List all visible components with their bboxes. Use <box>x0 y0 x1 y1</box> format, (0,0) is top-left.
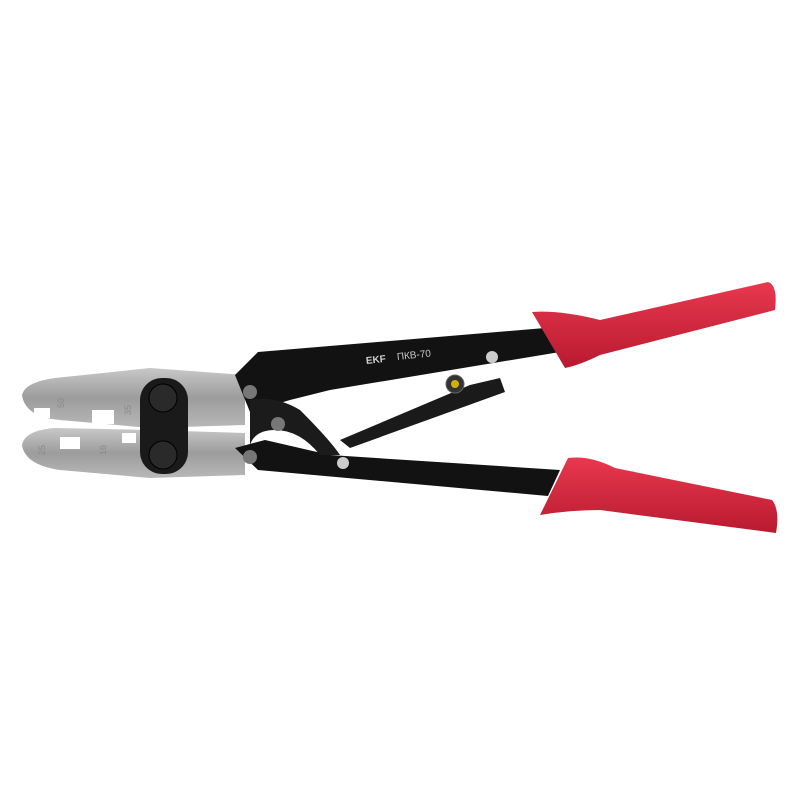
pivot-pin <box>243 385 257 399</box>
upper-handle-grip <box>532 282 776 368</box>
die-marking: 35 <box>123 405 133 415</box>
ratchet-release-indicator <box>451 380 459 388</box>
rivet <box>486 351 498 363</box>
crimp-die-hole <box>92 410 114 424</box>
crimp-die-hole <box>60 437 80 449</box>
upper-jaw <box>22 368 245 428</box>
upper-arm <box>235 328 560 412</box>
tool-arms <box>235 328 560 496</box>
die-marking: 25 <box>37 445 47 455</box>
pivot-linkage <box>250 398 340 455</box>
rivet <box>337 457 349 469</box>
jaw-bolt <box>148 383 178 413</box>
lower-arm <box>235 440 560 496</box>
die-marking: 50 <box>56 398 66 408</box>
jaw-bolt <box>148 440 178 470</box>
crimp-die-hole <box>122 433 136 443</box>
ratchet-lever <box>340 378 505 448</box>
crimp-die-hole <box>34 408 50 418</box>
pivot-pin <box>243 450 257 464</box>
crimping-jaws: 50 35 25 16 <box>22 368 245 478</box>
pivot-pin <box>271 417 285 431</box>
die-marking: 16 <box>98 445 108 455</box>
lower-handle-grip <box>540 457 778 533</box>
brand-logo: EKF <box>365 353 387 367</box>
